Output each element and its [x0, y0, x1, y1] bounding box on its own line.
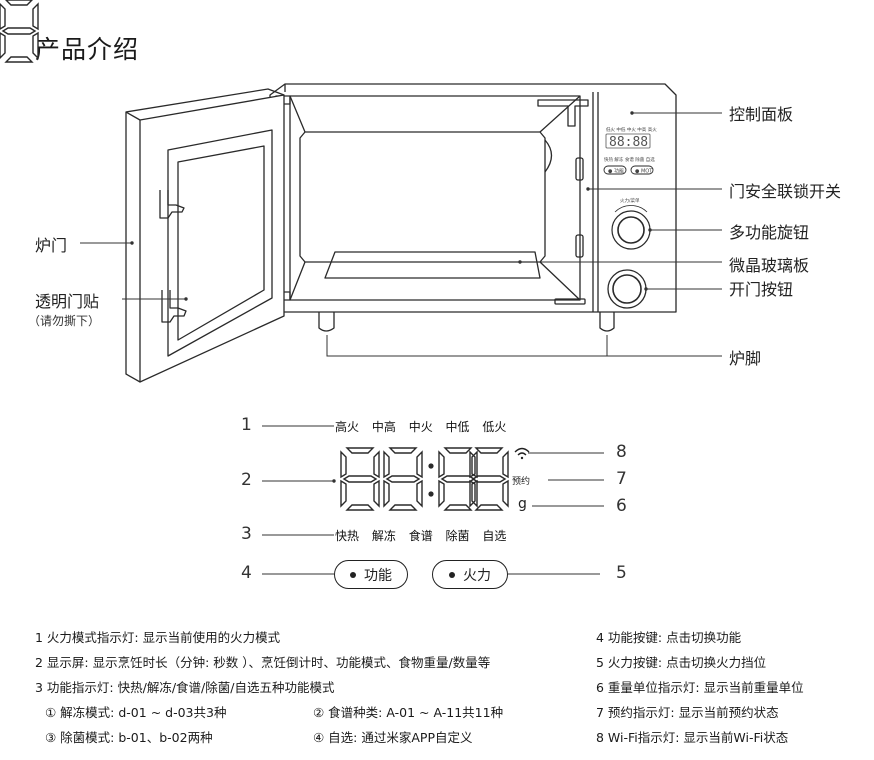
interlock-slot-top — [575, 157, 584, 181]
function-mode-indicators: 快热 解冻 食谱 除菌 自选 — [335, 527, 515, 544]
knob — [617, 216, 645, 244]
seven-segment-display — [0, 0, 39, 63]
digit — [0, 0, 39, 63]
func-mode-sterilize: 除菌 — [445, 529, 470, 543]
page-title: 产品介绍 — [35, 35, 140, 64]
desc-left-3: 3 功能指示灯: 快热/解冻/食谱/除菌/自选五种功能模式 — [35, 680, 335, 695]
desc-right-5: 5 火力按键: 点击切换火力挡位 — [596, 655, 767, 670]
fire-mode-mid-high: 中高 — [371, 420, 396, 434]
func-mode-custom: 自选 — [482, 529, 507, 543]
function-button[interactable]: 功能 — [334, 560, 408, 589]
callout-knob: 多功能旋钮 — [729, 223, 810, 242]
door-shape — [125, 94, 285, 383]
callout-feet: 炉脚 — [729, 349, 762, 368]
foot-left — [318, 312, 335, 332]
desc-left-2: 2 显示屏: 显示烹饪时长（分钟: 秒数 ）、烹饪倒计时、功能模式、食物重量/数… — [35, 655, 491, 670]
callout-number-4: 4 — [241, 563, 252, 583]
fire-mode-indicators: 高火 中高 中火 中低 低火 — [335, 418, 515, 435]
callout-open-button: 开门按钮 — [729, 280, 794, 299]
callout-number-8: 8 — [616, 442, 627, 462]
callout-number-5: 5 — [616, 563, 627, 583]
mini-btn-left: ● 功能 — [608, 168, 624, 175]
func-mode-recipe: 食谱 — [408, 529, 433, 543]
display-colon — [428, 463, 434, 497]
desc-right-7: 7 预约指示灯: 显示当前预约状态 — [596, 705, 779, 720]
interlock-slot-bottom — [575, 234, 584, 258]
digit-3 — [438, 447, 478, 511]
desc-right-6: 6 重量单位指示灯: 显示当前重量单位 — [596, 680, 804, 695]
desc-right-4: 4 功能按键: 点击切换功能 — [596, 630, 742, 645]
function-button-label: 功能 — [364, 567, 392, 584]
fire-mode-mid-low: 中低 — [445, 420, 470, 434]
wifi-icon — [514, 447, 530, 460]
func-mode-quick-heat: 快热 — [335, 529, 360, 543]
desc-sub-3: ③ 除菌模式: b-01、b-02两种 — [45, 730, 213, 745]
callout-number-1: 1 — [241, 415, 252, 435]
fire-mode-high: 高火 — [335, 420, 360, 434]
callout-number-7: 7 — [616, 469, 627, 489]
weight-unit-indicator: g — [518, 496, 527, 512]
desc-sub-1: ① 解冻模式: d-01 ~ d-03共3种 — [45, 705, 227, 720]
desc-right-8: 8 Wi-Fi指示灯: 显示当前Wi-Fi状态 — [596, 730, 789, 745]
mini-btn-right: ● MOTi — [635, 169, 654, 175]
digit-1 — [340, 447, 380, 511]
callout-door-interlock: 门安全联锁开关 — [729, 182, 842, 201]
callout-ceramic-plate: 微晶玻璃板 — [729, 256, 810, 275]
fire-button[interactable]: 火力 — [432, 560, 508, 589]
fire-mode-mid: 中火 — [408, 420, 433, 434]
mini-digits: 88:88 — [609, 135, 648, 150]
mini-knob-label: 火力/菜单 — [620, 197, 640, 204]
callout-film-note: （请勿撕下） — [28, 314, 101, 328]
digit-4 — [469, 447, 509, 511]
fire-mode-low: 低火 — [482, 420, 507, 434]
callout-number-3: 3 — [241, 524, 252, 544]
mini-top-labels: 低火 中低 中火 中高 高火 — [606, 126, 657, 133]
reserve-indicator: 预约 — [512, 477, 531, 487]
door-window — [167, 129, 273, 357]
ceramic-plate-shape — [324, 251, 541, 279]
dot-icon — [350, 571, 356, 578]
desc-sub-2: ② 食谱种类: A-01 ~ A-11共11种 — [313, 705, 504, 720]
callout-door: 炉门 — [35, 236, 68, 255]
callout-control-panel: 控制面板 — [729, 105, 794, 124]
digit-2 — [383, 447, 423, 511]
open-button-shape — [612, 274, 642, 304]
callout-film: 透明门贴 — [35, 292, 100, 311]
mini-bottom-labels: 快热 解冻 食谱 除菌 自选 — [604, 156, 655, 163]
func-mode-defrost: 解冻 — [371, 529, 396, 543]
foot-right — [599, 312, 615, 332]
dot-icon — [449, 571, 455, 578]
desc-left-1: 1 火力模式指示灯: 显示当前使用的火力模式 — [35, 630, 281, 645]
desc-sub-4: ④ 自选: 通过米家APP自定义 — [313, 730, 473, 745]
fire-button-label: 火力 — [463, 567, 491, 584]
callout-number-6: 6 — [616, 496, 627, 516]
callout-number-2: 2 — [241, 470, 252, 490]
